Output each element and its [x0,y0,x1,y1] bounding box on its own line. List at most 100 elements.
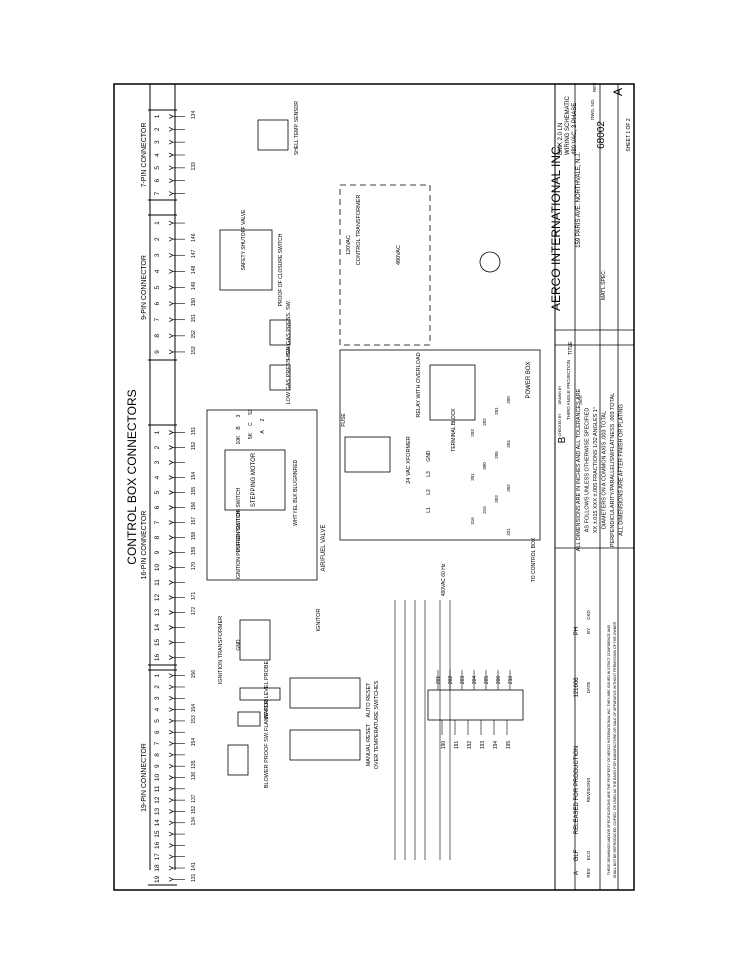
dim-b-label: B [557,436,568,443]
over-temp-label: OVER TEMPERATURE SWITCHES [374,680,380,769]
power-wire-label: 201 [494,407,499,415]
pin-number: 8 [154,535,161,539]
pin-number: 4 [154,475,161,479]
wire-number: 158 [191,532,197,541]
pin-terminal-icon [168,580,174,585]
air-fuel-valve-label: AIR/FUEL VALVE [321,525,327,572]
pin-number: 7 [154,741,161,745]
wire-number: 151 [191,314,197,323]
wire-number: 170 [191,562,197,571]
title-line: WIRING SCHEMATIC [565,95,571,155]
terminal-wire-label: 202 [448,676,454,685]
flame-rod-label: FLAME ROD [264,699,270,731]
company-address: 159 PARIS AVE. NORTHVALE, N.J. [576,152,582,248]
pin-terminal-icon [168,610,174,615]
fuse-label: FUSE [341,413,347,427]
pin-number: 1 [154,114,161,118]
pin-number: 6 [154,730,161,734]
pin-number: 6 [154,301,161,305]
ignition-position-label: IGNITION POSITION SWITCH [236,510,242,579]
terminal-wire-label: 192 [467,741,473,750]
title-label: TITLE [568,341,574,355]
pin-terminal-icon [168,520,174,525]
line-label: L3 [426,471,432,477]
terminal-wire-label: 205 [484,676,490,685]
pin-number: 13 [154,807,161,815]
wire-number: 155 [191,487,197,496]
drawn-by-label: DRAWN BY [558,385,562,404]
wire-number: 154 [191,472,197,481]
pin-terminal-icon [168,152,174,158]
pin-terminal-icon [168,475,174,480]
wire-number: 154 [191,738,197,747]
air-fuel-valve-box [206,409,318,581]
pin-number: 9 [154,550,161,554]
terminal-block-label: TERMINAL BLOCK [451,408,457,452]
pin-number: 5 [154,166,161,170]
low-gas-switch-icon [269,364,291,391]
pin-terminal-icon [168,317,174,323]
pin-number: 5 [154,285,161,289]
pin-number: 1 [154,673,161,677]
wire-number: 134 [191,111,197,120]
power-wire-label: 300 [482,462,487,470]
revision-header: CKD [586,610,591,620]
pin-terminal-icon [168,797,174,803]
pin-number: 3 [154,696,161,700]
title-block: AERCO INTERNATIONAL INC. 159 PARIS AVE. N… [549,83,634,890]
revision-header: DATE [586,682,591,694]
connector-label-pin7: 7-PIN CONNECTOR [141,123,148,188]
wire-number: 151 [191,427,197,436]
ignition-transformer-icon [239,619,271,661]
water-level-label: WATER LEVEL PROBE [264,660,270,719]
rev-value: A [611,88,625,96]
revision-cell: A [574,871,580,875]
purge-position-label: PURGE POSITION SWITCH [236,488,242,553]
pin-number: 12 [154,796,161,804]
pin-number: 8 [154,334,161,338]
pin-terminal-icon [168,445,174,450]
tolerance-note: AS FOLLOWS UNLESS OTHERWISE SPECIFIED [585,408,591,533]
gnd-label: GND [236,639,242,651]
pin-number: 10 [154,774,161,782]
terminal-wire-label: 190 [441,741,447,750]
revision-cell: RELEASED FOR PRODUCTION [574,746,580,834]
pin-number: 16 [154,654,161,662]
potentiometer-label: 53 [248,409,254,415]
pin-terminal-icon [168,285,174,290]
pin-number: 4 [154,153,161,157]
proprietary-note: SHALL NOT BE REPRODUCED, COPIED, OR USED… [613,621,617,878]
pin-number: 11 [154,579,161,586]
wire-number: 154 [191,704,197,713]
pin-terminal-icon [168,625,174,630]
pin-number: 7 [154,520,161,524]
pin-terminal-icon [168,775,174,780]
pin-number: 2 [154,445,161,449]
pin-terminal-icon [168,565,174,570]
connector-label-pin16: 16-PIN CONNECTOR [141,511,148,580]
pin-terminal-icon [168,535,174,540]
pin-terminal-icon [168,252,174,258]
terminal-strip-icon [427,689,524,721]
line-label: L2 [426,489,432,495]
pin-terminal-icon [168,550,174,555]
pin-number: 14 [154,819,161,827]
pin-terminal-icon [168,729,174,735]
company-name: AERCO INTERNATIONAL INC. [549,143,563,311]
pin-number: 4 [154,707,161,711]
pin-terminal-icon [168,505,174,510]
wire-number: 153 [191,715,197,724]
revision-cell: PH [574,627,580,635]
relay-label: RELAY WITH OVERLOAD [416,352,422,417]
pin-terminal-icon [168,655,174,660]
pin-terminal-icon [168,741,174,746]
power-box [339,349,541,541]
wire-number: 134 [191,817,197,826]
tolerance-note: DIAMETERS ON A COMMON AXIS .003 TOTAL [602,411,608,529]
diagram-title: CONTROL BOX CONNECTORS [125,389,139,564]
ignition-transformer-label: IGNITION TRANSFORMER [218,616,224,684]
connector-label-pin9: 9-PIN CONNECTOR [141,255,148,320]
power-wire-label: 205 [494,451,499,459]
power-wire-label: 204 [506,440,511,448]
pin-number: 16 [154,841,161,849]
